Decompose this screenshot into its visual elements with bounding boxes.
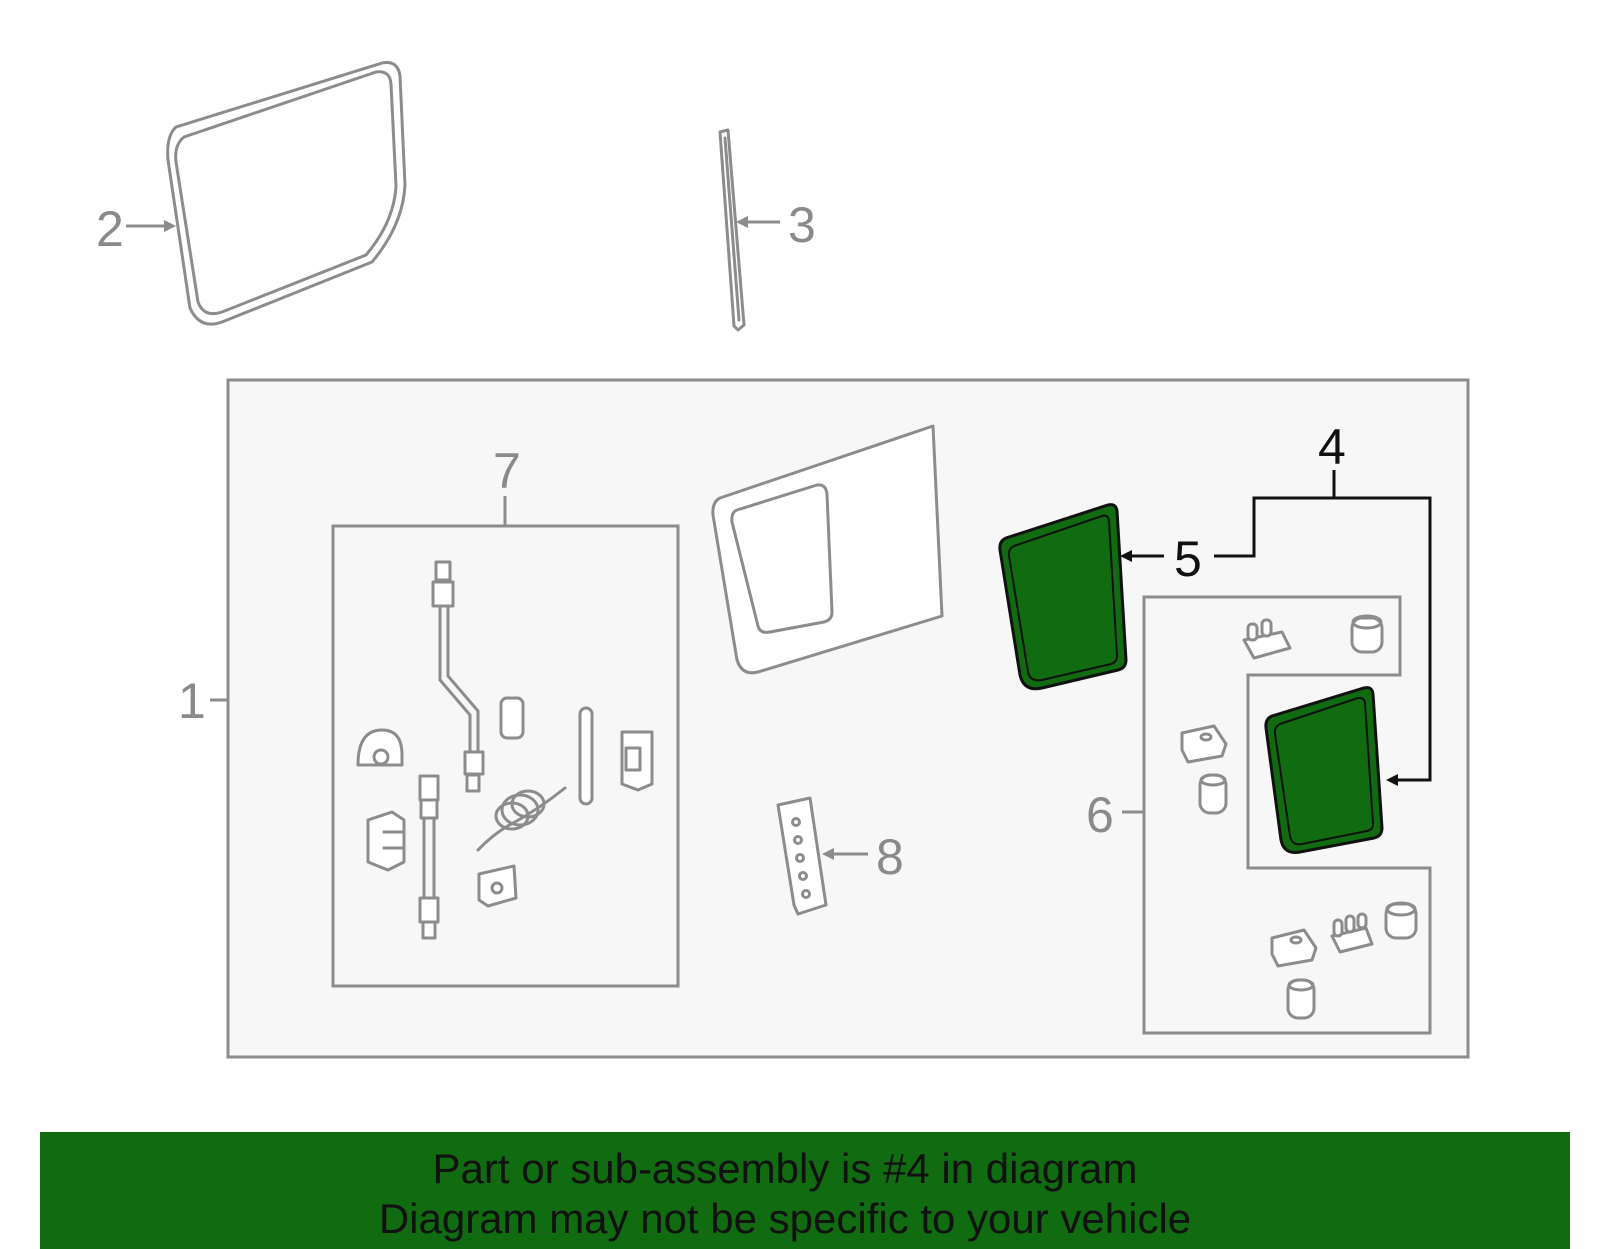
banner-line-2: Diagram may not be specific to your vehi… [378, 1195, 1192, 1242]
part-2-window-frame[interactable] [166, 61, 407, 326]
part-8-hinge-strap[interactable] [776, 796, 828, 916]
callout-6[interactable]: 6 [1086, 787, 1114, 843]
callout-5[interactable]: 5 [1174, 531, 1202, 587]
callout-8[interactable]: 8 [876, 829, 904, 885]
part-5-mirror-glass[interactable] [998, 503, 1128, 691]
part-4-mirror-glass-kit[interactable] [1264, 686, 1384, 854]
part-3-molding-strip[interactable] [718, 128, 746, 332]
arrow-3 [736, 216, 748, 228]
lead-line-4 [1214, 496, 1432, 782]
callout-7[interactable]: 7 [493, 443, 521, 499]
kit-7-hardware[interactable] [356, 560, 654, 940]
callout-2[interactable]: 2 [96, 201, 124, 257]
arrow-4 [1386, 774, 1398, 786]
banner-line-1: Part or sub-assembly is #4 in diagram [432, 1145, 1138, 1192]
callout-4[interactable]: 4 [1318, 419, 1346, 475]
info-banner: Part or sub-assembly is #4 in diagram Di… [40, 1132, 1570, 1249]
arrow-5 [1120, 550, 1132, 562]
door-panel[interactable] [711, 424, 944, 675]
arrow-8 [822, 848, 834, 860]
arrow-2 [164, 220, 176, 232]
callout-1[interactable]: 1 [178, 673, 206, 729]
kit-6-hardware[interactable] [1180, 614, 1418, 1020]
callout-3[interactable]: 3 [788, 197, 816, 253]
